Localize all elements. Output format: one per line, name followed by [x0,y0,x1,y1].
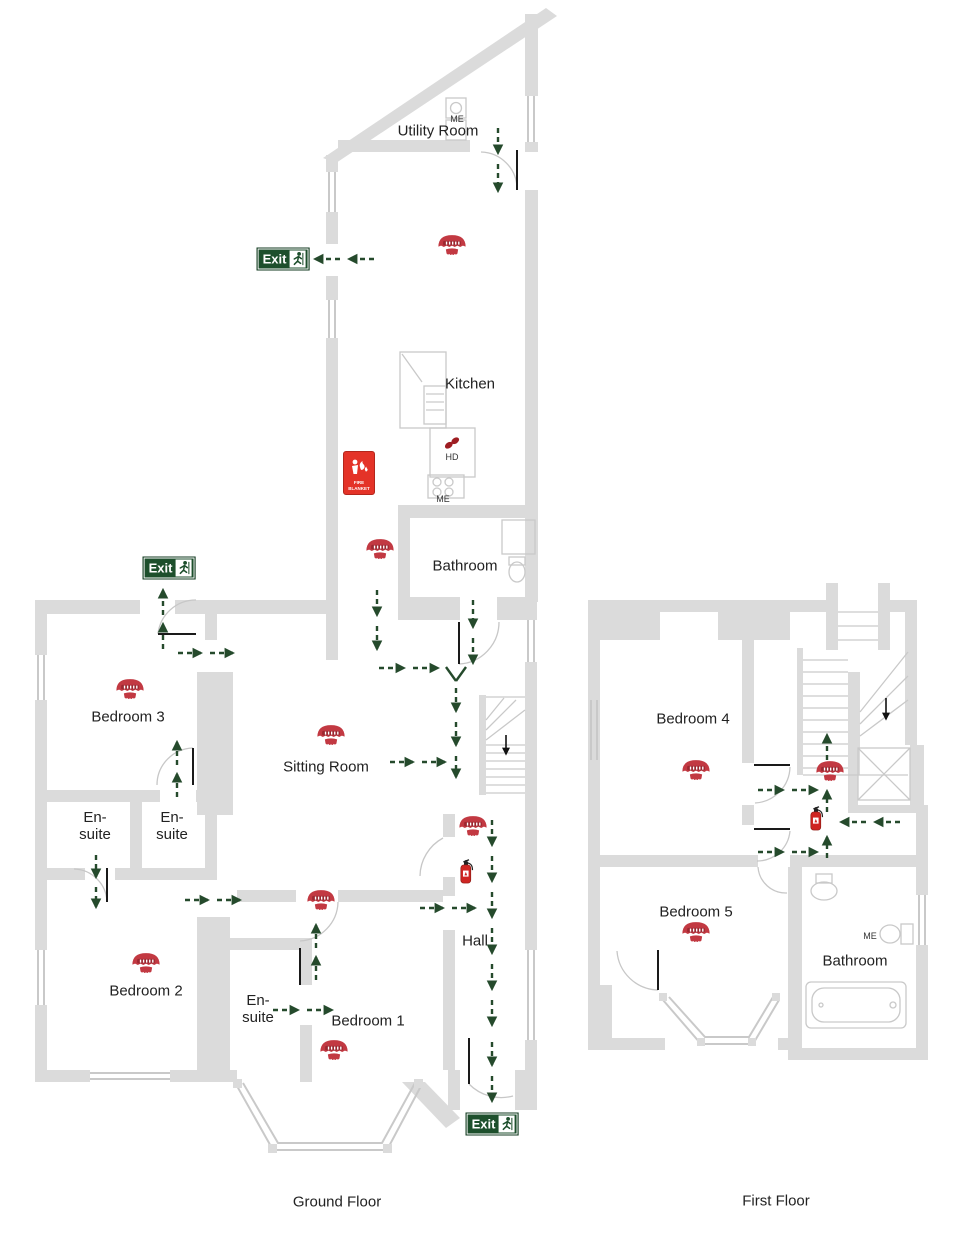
room-label-bedroom3: Bedroom 3 [91,708,165,726]
bay-window-posts [233,993,780,1153]
marker-me-utility: ME [450,113,464,124]
marker-me-kitchen: ME [436,493,450,504]
smoke-detector-icon [306,888,336,914]
running-man-icon [175,560,191,577]
floor-label-ground: Ground Floor [292,1193,382,1211]
smoke-detector-icon [365,537,395,563]
smoke-detector-icon [681,920,711,946]
marker-me-bathroom-first: ME [863,930,877,941]
windows [37,96,926,1151]
fire-blanket-label-line1: FIRE [353,480,365,486]
running-man-icon [498,1116,514,1133]
fire-blanket-pictogram [352,459,368,475]
smoke-detector-icon [437,233,467,259]
heat-detector-icon [444,436,461,451]
walls-ground-floor [35,8,557,1128]
door-swings [73,151,791,1099]
exit-sign-side: Exit [256,247,310,271]
smoke-detector-icon [131,951,161,977]
exit-sign-left: Exit [142,556,196,580]
marker-hd-kitchen: HD [445,451,459,462]
exit-label: Exit [148,560,173,576]
room-label-hall: Hall [462,932,488,950]
walls-first-floor [588,583,928,1060]
fire-blanket-label-line2: BLANKET [348,486,370,492]
room-label-bedroom4: Bedroom 4 [656,710,730,728]
room-label-bedroom2: Bedroom 2 [109,982,183,1000]
stair-direction-arrows [502,698,890,756]
room-label-sitting-room: Sitting Room [283,758,369,776]
smoke-detector-icon [316,723,346,749]
escape-route-arrows [90,128,900,1104]
smoke-detector-icon [319,1038,349,1064]
fire-extinguisher-icon [807,804,826,832]
room-label-ensuite-bedroom1: En-suite [242,991,274,1026]
fire-extinguisher-icon [457,857,476,885]
room-label-bathroom-ground: Bathroom [432,557,498,575]
room-label-kitchen: Kitchen [444,375,496,393]
floor-label-first: First Floor [742,1192,810,1210]
smoke-detector-icon [815,759,845,785]
fire-blanket-sign: FIRE BLANKET [343,451,375,495]
room-label-bedroom5: Bedroom 5 [659,903,733,921]
smoke-detector-icon [115,677,145,703]
room-label-bathroom-first: Bathroom [822,952,888,970]
exit-sign-front: Exit [465,1112,519,1136]
running-man-icon [289,251,305,268]
room-label-ensuite-left: En-suite [79,808,111,843]
smoke-detector-icon [681,758,711,784]
room-label-bedroom1: Bedroom 1 [331,1012,405,1030]
room-label-utility: Utility Room [397,122,479,140]
smoke-detector-icon [458,814,488,840]
room-label-ensuite-middle: En-suite [156,808,188,843]
exit-label: Exit [471,1116,496,1132]
door-leaves [106,150,790,1084]
exit-label: Exit [262,251,287,267]
